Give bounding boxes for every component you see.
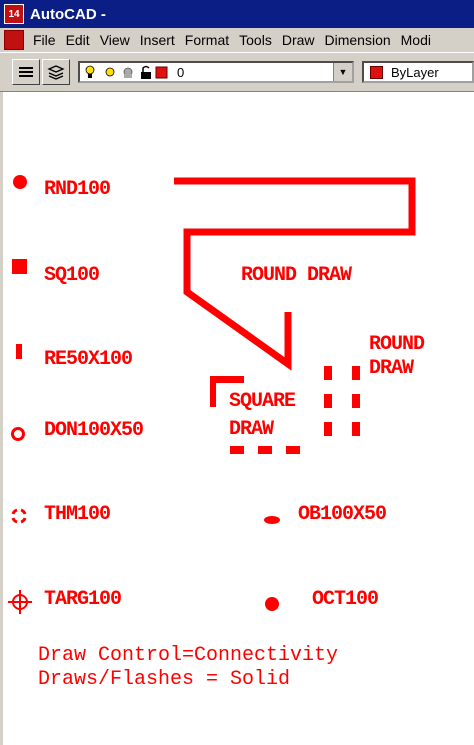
thermal-pad-symbol: [11, 508, 27, 524]
canvas-left-border: [0, 92, 3, 745]
menu-view[interactable]: View: [99, 32, 130, 48]
layer-stack-icon: [47, 65, 65, 80]
layer-state-icons: [85, 65, 168, 79]
menu-dimension[interactable]: Dimension: [324, 32, 391, 48]
autocad-app-icon[interactable]: 14: [4, 4, 24, 24]
layers-icon: [19, 67, 33, 77]
menu-insert[interactable]: Insert: [139, 32, 175, 48]
object-properties-toolbar: 0 ▼ ByLayer: [0, 52, 474, 92]
oblong-pad-symbol: [264, 516, 280, 524]
color-swatch-icon: [370, 65, 383, 79]
round-pad-symbol: [13, 175, 27, 189]
label-oct100: OCT100: [312, 588, 379, 611]
menu-file[interactable]: File: [33, 32, 56, 48]
label-round-draw-2-bottom: DRAW: [369, 357, 414, 380]
menu-edit[interactable]: Edit: [65, 32, 90, 48]
label-rnd100: RND100: [44, 178, 111, 201]
color-dropdown[interactable]: ByLayer: [362, 61, 474, 83]
square-pad-symbol: [12, 259, 27, 274]
drawing-graphics: [8, 175, 416, 614]
layers-button[interactable]: [42, 59, 70, 85]
menu-bar: File Edit View Insert Format Tools Draw …: [0, 28, 474, 52]
label-sq100: SQ100: [44, 264, 100, 287]
layer-dropdown-arrow-icon[interactable]: ▼: [333, 63, 352, 81]
round-draw-trace: [174, 177, 416, 371]
title-bar: 14 AutoCAD -: [0, 0, 474, 28]
label-round-draw-2-top: ROUND: [369, 333, 425, 356]
label-re50x100: RE50X100: [44, 348, 133, 371]
square-draw-trace: [210, 376, 300, 454]
drawing-canvas[interactable]: RND100 SQ100 RE50X100 DON100X50 THM100 T…: [0, 92, 474, 745]
layer-dropdown[interactable]: 0 ▼: [78, 61, 354, 83]
label-ob100x50: OB100X50: [298, 503, 387, 526]
menu-format[interactable]: Format: [184, 32, 230, 48]
label-thm100: THM100: [44, 503, 111, 526]
label-square: SQUARE: [229, 390, 296, 413]
menu-modify[interactable]: Modi: [400, 32, 431, 48]
menu-tools[interactable]: Tools: [239, 32, 272, 48]
window-title: AutoCAD -: [30, 5, 106, 23]
label-don100x50: DON100X50: [44, 419, 144, 442]
layer-name: 0: [177, 64, 185, 80]
rectangle-pad-symbol: [16, 344, 22, 359]
app-badge-text: 14: [8, 8, 20, 20]
dashed-round-draw: [324, 366, 360, 436]
menu-draw[interactable]: Draw: [281, 32, 315, 48]
target-symbol: [8, 590, 32, 614]
make-layer-current-button[interactable]: [12, 59, 40, 85]
label-square-draw: DRAW: [229, 418, 274, 441]
document-icon[interactable]: [4, 30, 24, 50]
label-targ100: TARG100: [44, 588, 122, 611]
octagon-pad-symbol: [265, 597, 279, 611]
color-value: ByLayer: [391, 64, 439, 80]
label-round-draw: ROUND DRAW: [241, 264, 352, 287]
note-draw-control: Draw Control=Connectivity: [38, 644, 339, 667]
note-draws-flashes: Draws/Flashes = Solid: [38, 668, 291, 691]
donut-pad-symbol: [11, 427, 25, 441]
